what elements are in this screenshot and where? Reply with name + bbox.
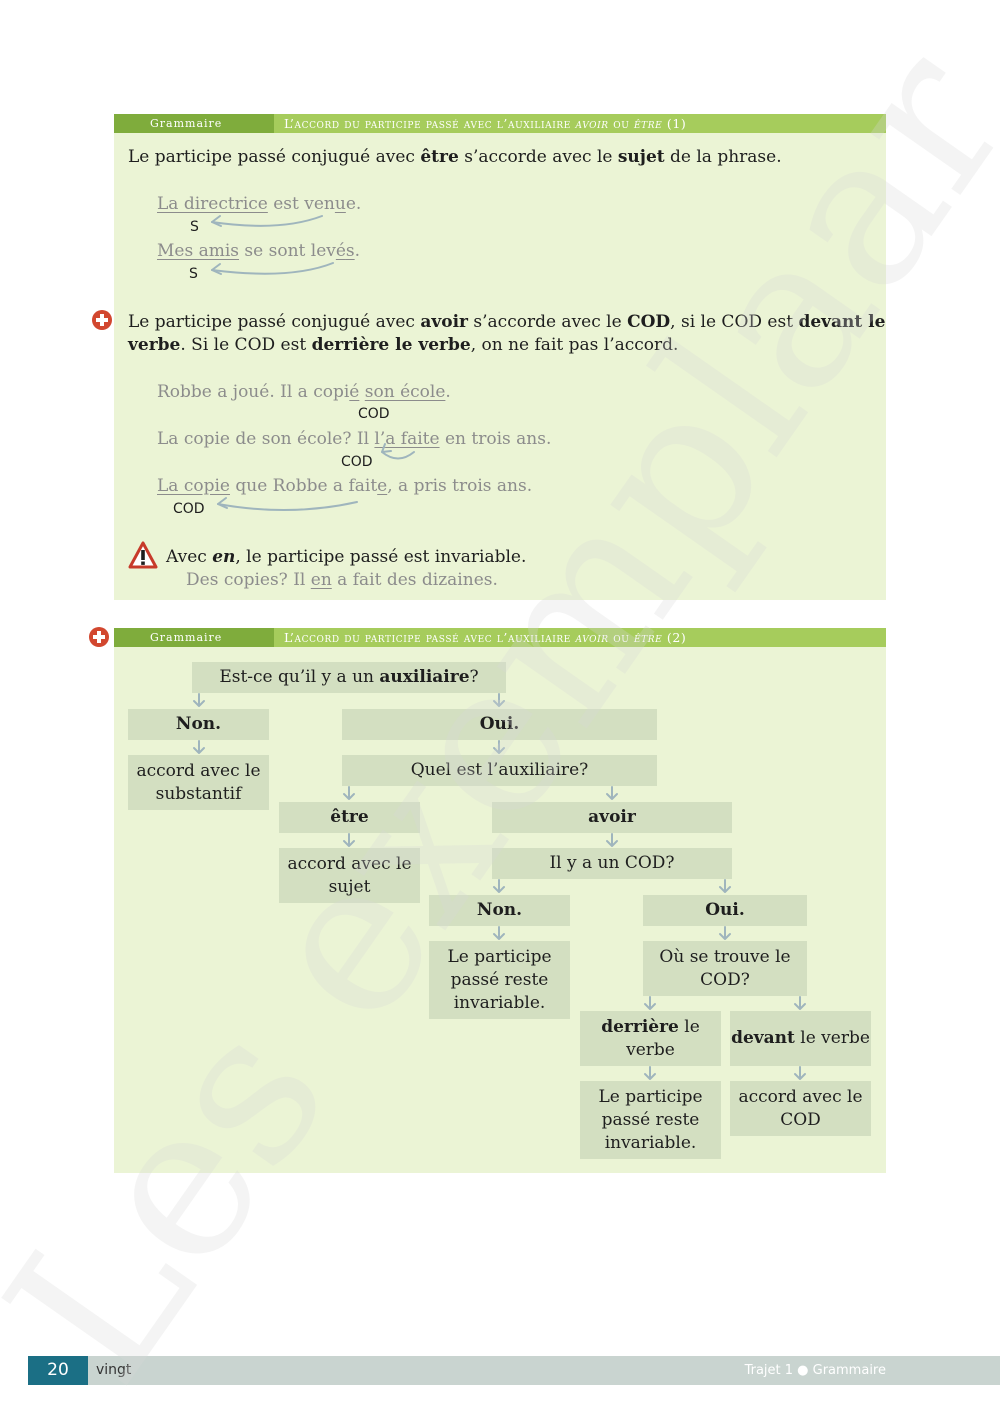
rule-avoir-line2: verbe. Si le COD est derrière le verbe, … [128, 335, 679, 355]
chapter-label: Trajet 1 ● Grammaire [744, 1363, 886, 1378]
answer-non-cod: Non. [429, 895, 570, 926]
grammar-section-1: Grammaire L’accord du participe passé av… [114, 114, 886, 600]
answer-oui: Oui. [342, 709, 657, 740]
answer-etre: être [279, 802, 420, 833]
example-amis: Mes amis se sont levés. [157, 241, 361, 261]
plus-icon [89, 627, 109, 647]
section-title: L’accord du participe passé avec l’auxil… [284, 116, 687, 131]
answer-non: Non. [128, 709, 269, 740]
answer-derriere: derrière le verbe [580, 1011, 721, 1066]
subject-label: S [189, 266, 198, 282]
warning-text: Avec en, le participe passé est invariab… [166, 547, 527, 567]
rule-avoir-line1: Le participe passé conjugué avec avoir s… [128, 312, 886, 332]
question-quel-auxiliaire: Quel est l’auxiliaire? [342, 755, 657, 786]
question-ou-cod: Où se trouve le COD? [643, 941, 807, 996]
section-tag: Grammaire [114, 628, 274, 647]
page-footer [28, 1356, 1000, 1385]
subject-label: S [190, 219, 199, 235]
question-auxiliaire: Est-ce qu’il y a un auxiliaire? [192, 662, 506, 693]
section-tag: Grammaire [114, 114, 274, 133]
page-number: 20 [28, 1356, 88, 1385]
result-invariable: Le participe passé reste invariable. [429, 941, 570, 1019]
example-en: Des copies? Il en a fait des dizaines. [186, 570, 498, 590]
result-substantif: accord avec le substantif [128, 755, 269, 810]
cod-label: COD [358, 406, 390, 422]
answer-oui-cod: Oui. [643, 895, 807, 926]
example-copie-robbe: La copie que Robbe a faite, a pris trois… [157, 476, 533, 496]
answer-devant: devant le verbe [730, 1011, 871, 1066]
page-number-word: vingt [96, 1362, 132, 1378]
warning-icon [128, 541, 158, 569]
example-robbe: Robbe a joué. Il a copié son école. [157, 382, 451, 402]
plus-icon [92, 310, 112, 330]
result-cod: accord avec le COD [730, 1081, 871, 1136]
cod-label: COD [173, 501, 205, 517]
example-copie-ecole: La copie de son école? Il l’a faite en t… [157, 429, 552, 449]
section-header: Grammaire L’accord du participe passé av… [114, 114, 886, 133]
section-header: Grammaire L’accord du participe passé av… [114, 628, 886, 647]
rule-etre: Le participe passé conjugué avec être s’… [128, 147, 782, 167]
section-title: L’accord du participe passé avec l’auxil… [284, 630, 687, 645]
result-invariable-2: Le participe passé reste invariable. [580, 1081, 721, 1159]
example-directrice: La directrice est venue. [157, 194, 362, 214]
result-sujet: accord avec le sujet [279, 848, 420, 903]
question-cod: Il y a un COD? [492, 848, 732, 879]
answer-avoir: avoir [492, 802, 732, 833]
cod-label: COD [341, 454, 373, 470]
